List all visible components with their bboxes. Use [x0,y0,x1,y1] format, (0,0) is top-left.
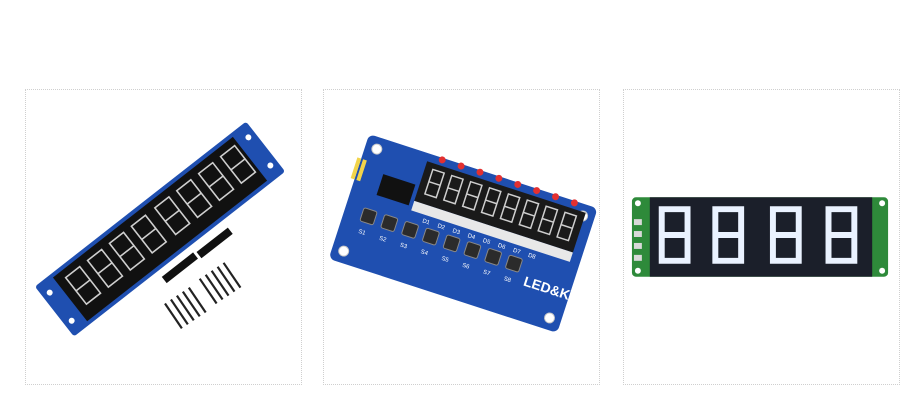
led-label-d8: D8 [527,253,537,261]
switch-label-s8: S8 [503,276,512,284]
switch-label-s7: S7 [482,269,491,277]
tm1637-module-photo [631,197,889,277]
max7219-module-photo [36,122,284,336]
product-card-tm1637[interactable] [623,89,900,385]
product-card-max7219[interactable] [25,89,302,385]
switch-label-s2: S2 [378,236,387,244]
led-label-d6: D6 [497,243,507,251]
led-label-d2: D2 [436,223,445,231]
tm1638-module-photo: LED&KEY D1 D2 D3 D4 D5 D6 D7 D8 S1 S2 S3… [330,135,597,332]
led-label-d1: D1 [421,218,431,226]
switch-label-s5: S5 [440,256,449,264]
switch-label-s4: S4 [420,249,429,257]
led-label-d3: D3 [452,228,462,236]
switch-label-s6: S6 [461,263,470,271]
product-card-tm1638[interactable]: LED&KEY D1 D2 D3 D4 D5 D6 D7 D8 S1 S2 S3… [323,89,600,385]
led-label-d7: D7 [512,248,521,256]
switch-label-s3: S3 [399,242,408,250]
led-label-d4: D4 [467,233,477,241]
led-label-d5: D5 [482,238,492,246]
switch-label-s1: S1 [357,229,366,237]
